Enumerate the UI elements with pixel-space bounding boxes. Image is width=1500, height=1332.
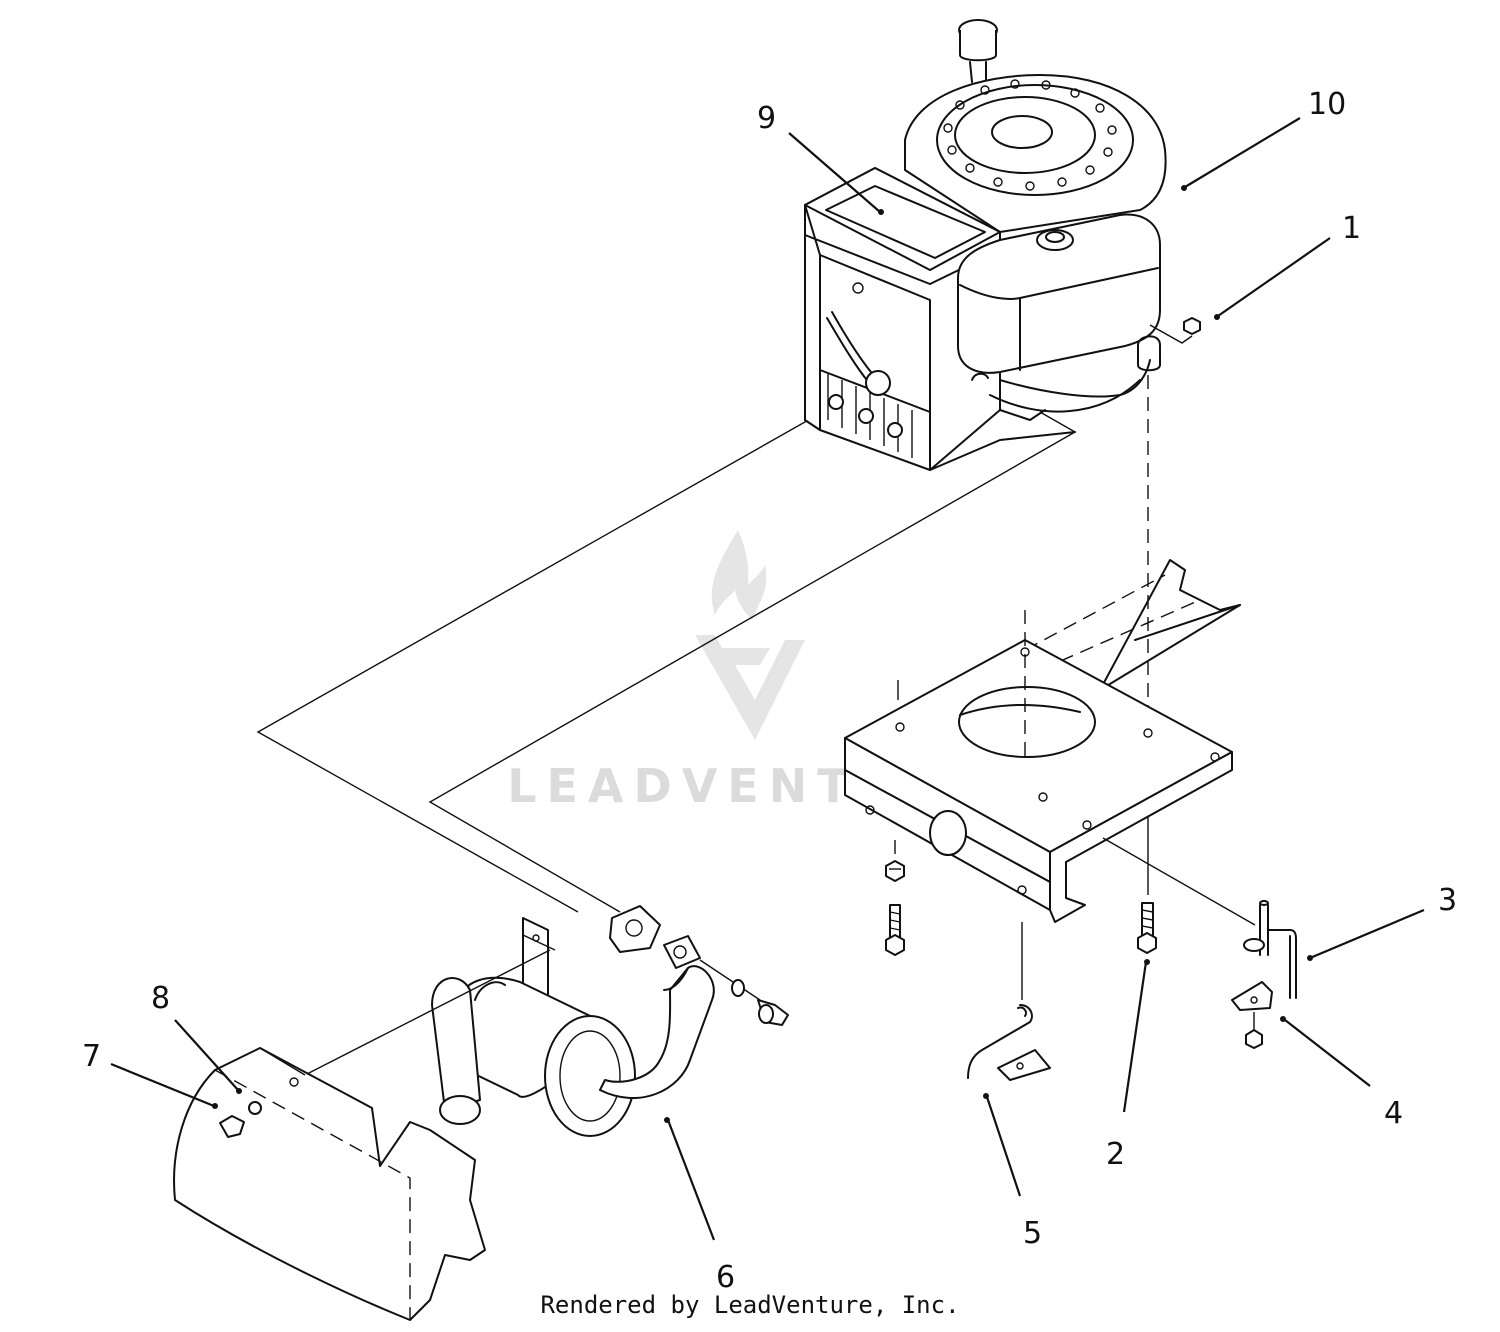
bolt-2 <box>1137 902 1157 954</box>
render-credit: Rendered by LeadVenture, Inc. <box>540 1291 960 1319</box>
heat-shield <box>173 949 551 1321</box>
latch-rod-5 <box>967 922 1051 1081</box>
air-cleaner <box>957 213 1161 374</box>
callout-3: 3 <box>1438 883 1457 918</box>
callout-leaders <box>110 117 1425 1241</box>
callout-4: 4 <box>1384 1096 1403 1131</box>
muffler-assembly-6 <box>431 905 789 1137</box>
v-logo-icon <box>695 635 805 740</box>
callout-10: 10 <box>1308 87 1346 122</box>
engine-mount-plate <box>844 559 1256 926</box>
callout-5: 5 <box>1023 1216 1042 1251</box>
callout-8: 8 <box>151 981 170 1016</box>
callout-6: 6 <box>716 1260 735 1295</box>
callout-7: 7 <box>82 1039 101 1074</box>
flywheel-holes <box>943 79 1117 191</box>
pto-opening <box>929 810 967 856</box>
flame-logo-icon <box>711 530 767 620</box>
bolt-left <box>885 840 905 956</box>
exhaust-gasket <box>609 905 661 953</box>
mounting-frame-outline <box>256 411 1076 913</box>
callout-1: 1 <box>1342 211 1361 246</box>
cooling-fins <box>819 369 931 458</box>
callout-2: 2 <box>1106 1137 1125 1172</box>
rod-assembly-3-4 <box>1231 900 1297 1049</box>
engine-top-plate <box>804 167 1001 271</box>
callout-9: 9 <box>757 101 776 136</box>
blower-housing <box>904 74 1167 233</box>
engine-assembly <box>804 19 1201 471</box>
callout-labels: 1 2 3 4 5 6 7 8 9 10 <box>82 87 1457 1295</box>
hex-nut-1 <box>1183 317 1201 335</box>
